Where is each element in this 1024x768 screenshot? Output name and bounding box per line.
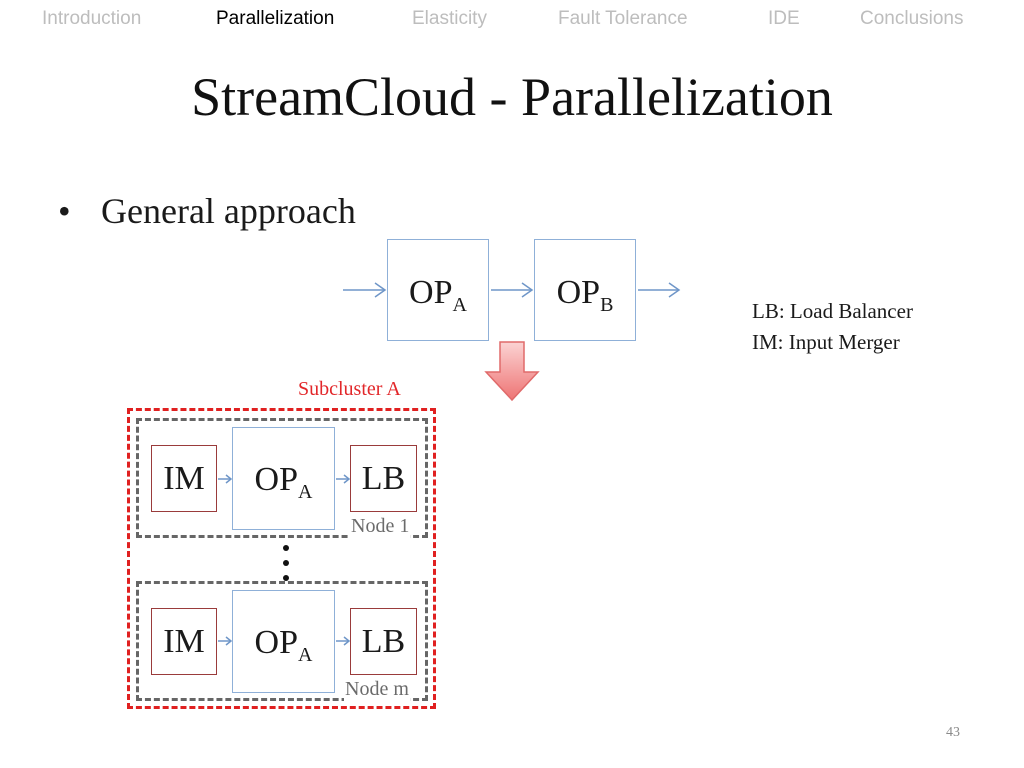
vertical-ellipsis-icon xyxy=(283,545,289,581)
page-number: 43 xyxy=(946,725,960,740)
output-arrow-icon xyxy=(638,282,681,298)
bullet-text: General approach xyxy=(101,191,356,231)
node-m-op-label: OPA xyxy=(254,624,313,666)
node-m-lb-box: LB xyxy=(350,608,417,675)
node-1-op-to-lb-arrow-icon xyxy=(336,474,351,484)
nav-introduction[interactable]: Introduction xyxy=(42,8,142,29)
node-m-op-to-lb-arrow-icon xyxy=(336,636,351,646)
node-m-lb-label: LB xyxy=(361,623,406,660)
subcluster-border xyxy=(127,408,436,709)
node-m-border xyxy=(136,581,428,701)
input-arrow-icon xyxy=(343,282,387,298)
node-1-im-box: IM xyxy=(151,445,217,512)
subcluster-label: Subcluster A xyxy=(298,378,401,400)
node-1-lb-box: LB xyxy=(350,445,417,512)
down-arrow-icon xyxy=(484,341,540,402)
node-1-lb-label: LB xyxy=(361,460,406,497)
bullet-dot-icon: • xyxy=(58,191,71,231)
node-m-label: Node m xyxy=(344,678,410,701)
node-1-op-box: OPA xyxy=(232,427,335,530)
nav-ide[interactable]: IDE xyxy=(768,8,800,29)
nav-parallelization[interactable]: Parallelization xyxy=(216,8,335,29)
op-b-label: OPB xyxy=(556,274,614,316)
node-1-border xyxy=(136,418,428,538)
node-1-label: Node 1 xyxy=(350,515,411,538)
node-m-im-to-op-arrow-icon xyxy=(218,636,233,646)
node-1-im-label: IM xyxy=(163,460,205,497)
nav-fault-tolerance[interactable]: Fault Tolerance xyxy=(558,8,688,29)
op-b-box: OPB xyxy=(534,239,636,341)
node-1-op-label: OPA xyxy=(254,461,313,503)
section-nav: Introduction Parallelization Elasticity … xyxy=(0,8,1024,34)
node-m-im-label: IM xyxy=(163,623,205,660)
op-a-to-op-b-arrow-icon xyxy=(491,282,534,298)
nav-elasticity[interactable]: Elasticity xyxy=(412,8,487,29)
node-m-op-box: OPA xyxy=(232,590,335,693)
slide-title: StreamCloud - Parallelization xyxy=(191,67,833,127)
op-a-label: OPA xyxy=(409,274,467,316)
node-1-im-to-op-arrow-icon xyxy=(218,474,233,484)
legend-input-merger: IM: Input Merger xyxy=(752,330,900,354)
nav-conclusions[interactable]: Conclusions xyxy=(860,8,964,29)
bullet-item: • General approach xyxy=(58,190,356,232)
node-m-im-box: IM xyxy=(151,608,217,675)
op-a-box: OPA xyxy=(387,239,489,341)
legend-load-balancer: LB: Load Balancer xyxy=(752,299,913,323)
